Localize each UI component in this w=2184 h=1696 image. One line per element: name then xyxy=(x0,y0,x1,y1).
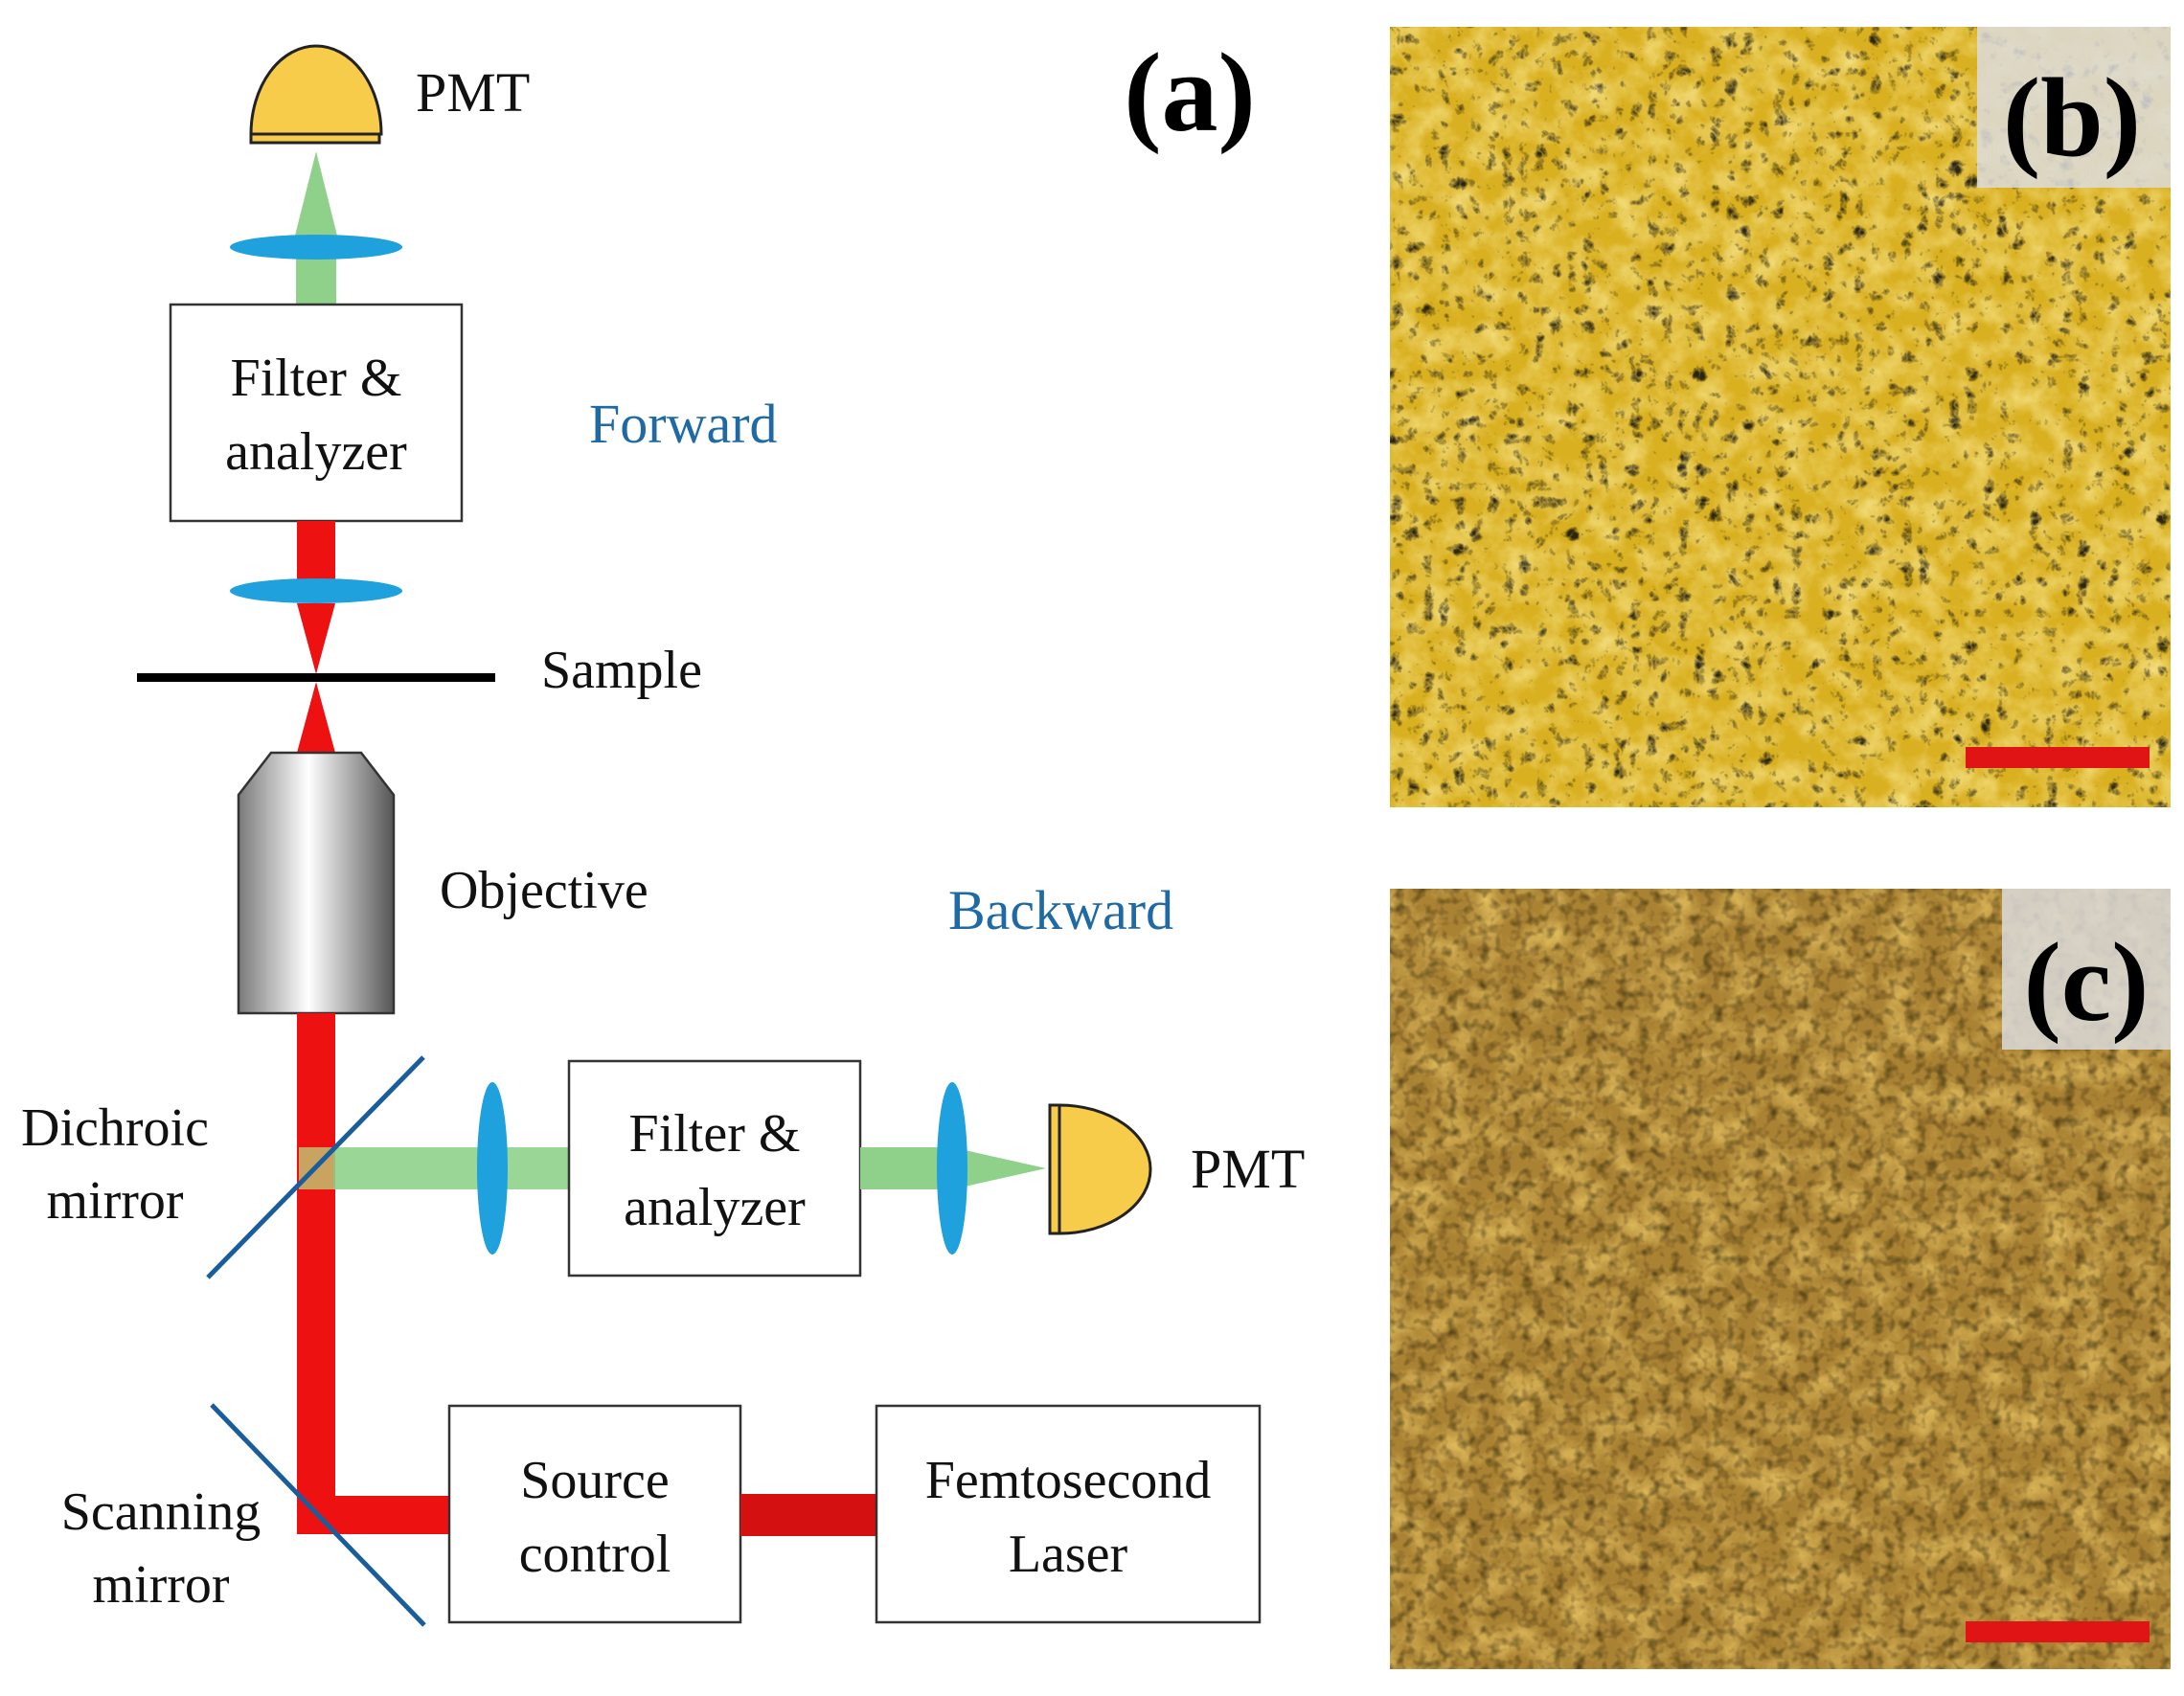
scanning-label-line1: Scanning xyxy=(61,1482,261,1542)
objective-lens xyxy=(237,751,396,1015)
source-control-line1: Source xyxy=(520,1451,670,1510)
femtosecond-laser-box xyxy=(875,1404,1262,1624)
label-b-background xyxy=(1977,27,2171,188)
dichroic-mirror xyxy=(206,1055,425,1279)
lens-backward-1 xyxy=(477,1082,508,1255)
pmt-right-label: PMT xyxy=(1191,1138,1305,1200)
forward-direction-label: Forward xyxy=(589,393,778,455)
source-control-line2: control xyxy=(519,1525,671,1584)
pmt-top-detector xyxy=(249,44,383,145)
filter-analyzer-forward-box xyxy=(169,303,464,523)
panel-label-b: (b) xyxy=(2003,55,2141,180)
source-control-box xyxy=(447,1404,742,1624)
scanning-mirror xyxy=(210,1403,426,1627)
lens-backward-2 xyxy=(937,1082,967,1255)
backward-direction-label: Backward xyxy=(948,879,1173,941)
objective-body xyxy=(237,751,396,1015)
scale-bar-c xyxy=(1966,1621,2150,1642)
forward-laser-cone xyxy=(297,603,335,674)
excitation-beam-horizontal xyxy=(297,1496,450,1534)
sample-plate xyxy=(137,673,495,682)
pmt-right-detector xyxy=(1048,1103,1152,1235)
laser-label-line2: Laser xyxy=(1009,1525,1128,1584)
filter-forward-line1: Filter & xyxy=(231,349,402,408)
panel-label-c: (c) xyxy=(2024,919,2150,1045)
laser-to-source-beam xyxy=(740,1494,876,1536)
panel-label-a: (a) xyxy=(1124,30,1256,155)
filter-analyzer-backward-box xyxy=(567,1059,862,1278)
label-c-background xyxy=(2002,889,2171,1050)
laser-label-line1: Femtosecond xyxy=(925,1451,1212,1510)
pmt-top-dome xyxy=(249,44,383,136)
backward-signal-cone xyxy=(952,1147,1046,1189)
filter-forward-line2: analyzer xyxy=(225,422,407,482)
filter-backward-line2: analyzer xyxy=(624,1178,806,1237)
lens-forward-collector xyxy=(230,578,402,603)
backward-signal-beam-1 xyxy=(316,1147,569,1189)
pmt-right-dome xyxy=(1058,1103,1152,1235)
objective-focus-cone xyxy=(297,682,335,753)
filter-backward-line1: Filter & xyxy=(629,1104,801,1164)
scanning-label-line2: mirror xyxy=(92,1555,229,1615)
scale-bar-b xyxy=(1966,747,2150,768)
panel-b-forward-image xyxy=(1390,27,2171,807)
lens-forward-top xyxy=(230,235,402,260)
dichroic-label-line1: Dichroic xyxy=(21,1098,209,1158)
forward-signal-cone xyxy=(294,151,338,239)
panel-c-backward-image xyxy=(1390,889,2171,1669)
excitation-beam-vertical xyxy=(297,1013,335,1534)
sample-label: Sample xyxy=(541,641,702,700)
dichroic-label-line2: mirror xyxy=(46,1171,183,1231)
pmt-top-label: PMT xyxy=(416,61,530,124)
objective-label: Objective xyxy=(440,861,648,920)
pmt-top-base xyxy=(249,132,381,145)
panel-a-schematic: PMT Filter & analyzer Forward Sample Obj… xyxy=(21,30,1305,1627)
